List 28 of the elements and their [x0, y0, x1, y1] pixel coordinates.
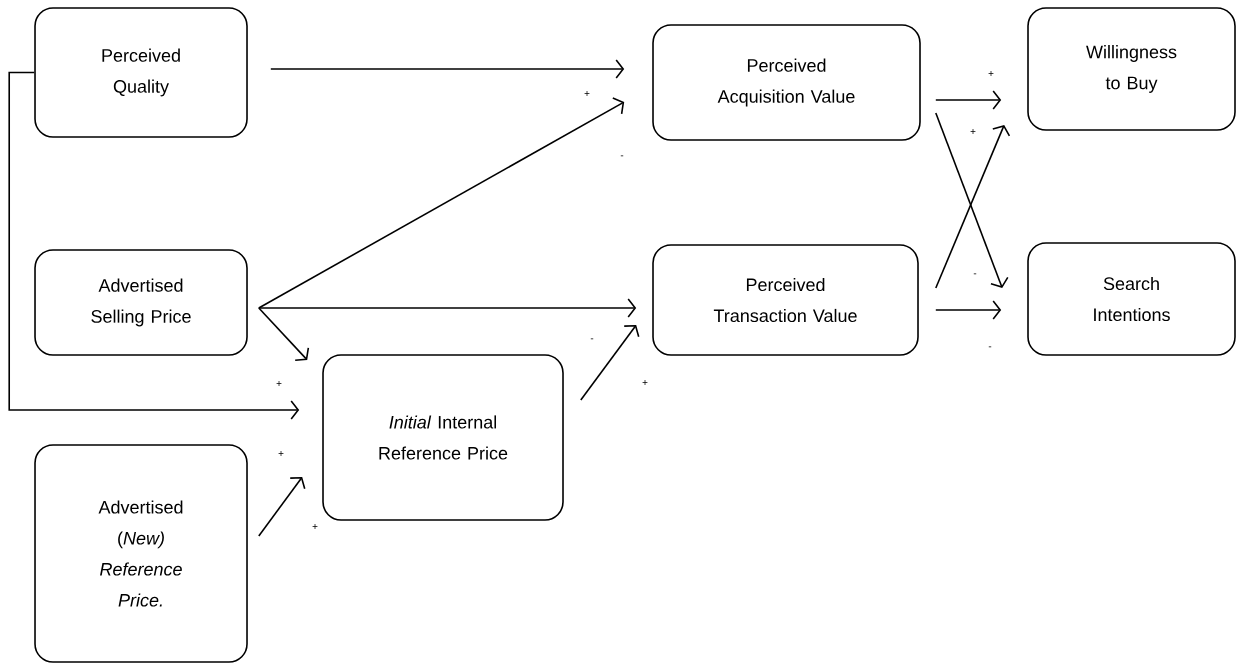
arrow	[258, 298, 637, 318]
arrow	[8, 71, 300, 420]
rounded-box: Advertised Selling Price	[34, 249, 248, 356]
sign-label: -	[620, 155, 624, 157]
arrow	[258, 307, 310, 362]
rounded-box: Perceived Quality	[34, 7, 248, 138]
arrow	[935, 300, 1002, 320]
arrow	[270, 59, 625, 79]
sign-label: +	[988, 71, 994, 76]
arrow	[580, 325, 640, 401]
rounded-box: Advertised (New) Reference Price.	[34, 444, 248, 663]
arrow	[935, 90, 1002, 110]
sign-label: -	[988, 346, 992, 348]
rounded-box: Search Intentions	[1027, 242, 1236, 356]
rounded-box: Initial Internal Reference Price	[322, 354, 564, 521]
arrow	[258, 97, 625, 309]
arrow	[258, 477, 306, 537]
sign-label: +	[278, 451, 284, 456]
sign-label: +	[642, 380, 648, 385]
sign-label: +	[276, 381, 282, 386]
rounded-box: Perceived Acquisition Value	[652, 24, 921, 141]
rounded-box: Perceived Transaction Value	[652, 244, 919, 356]
sign-label: -	[973, 273, 977, 275]
sign-label: +	[584, 91, 590, 96]
sign-label: +	[312, 524, 318, 529]
rounded-box: Willingness to Buy	[1027, 7, 1236, 131]
sign-label: +	[970, 129, 976, 134]
sign-label: -	[590, 338, 594, 340]
